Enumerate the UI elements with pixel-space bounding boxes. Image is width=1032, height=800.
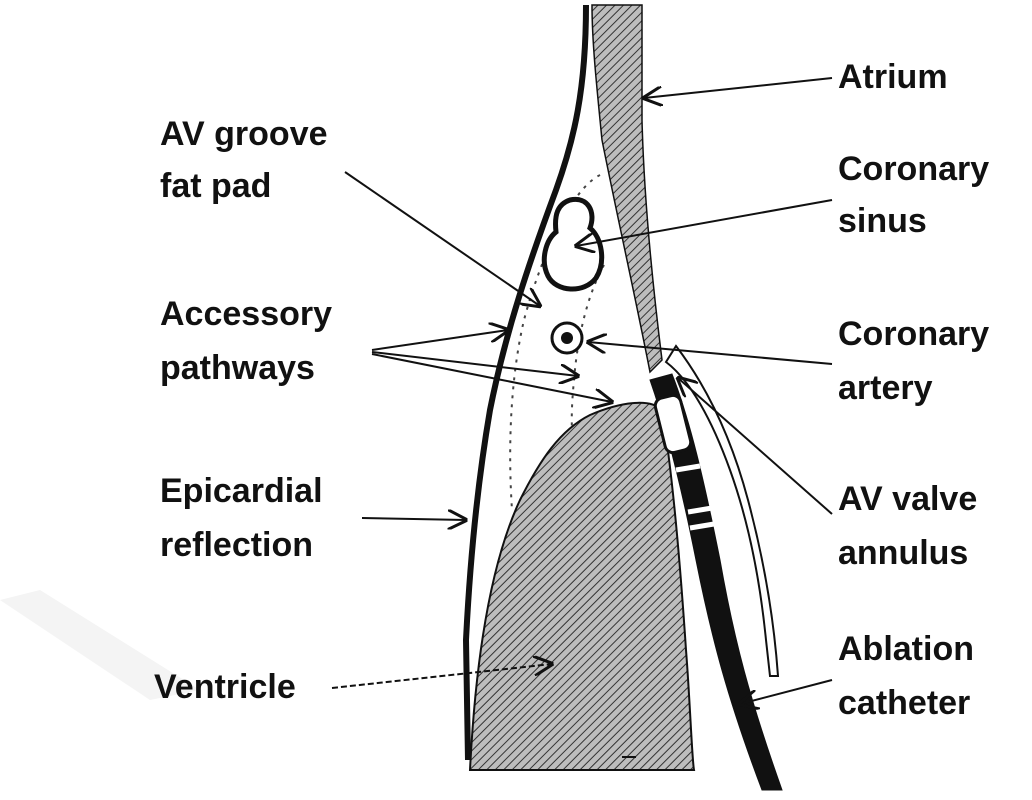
coronary-artery-lumen (561, 332, 573, 344)
label-ventricle: Ventricle (154, 666, 296, 708)
leader-av-groove-fat-pad (345, 172, 540, 306)
label-ventricle-text: Ventricle (154, 666, 296, 708)
label-ablation-catheter-line2: catheter (838, 682, 974, 724)
label-av-groove-line2: fat pad (160, 165, 328, 207)
leader-coronary-artery (588, 342, 832, 364)
label-accessory-pathways-line2: pathways (160, 347, 332, 389)
label-epicardial-reflection: Epicardial reflection (160, 470, 323, 566)
leader-epicardial-reflection (362, 518, 466, 520)
leader-ablation-catheter (740, 680, 832, 704)
coronary-sinus-shape (544, 199, 601, 289)
label-av-groove-fat-pad: AV groove fat pad (160, 113, 328, 207)
label-accessory-pathways-line1: Accessory (160, 293, 332, 335)
label-ablation-catheter-line1: Ablation (838, 628, 974, 670)
label-atrium-text: Atrium (838, 56, 948, 98)
label-av-valve-annulus-line2: annulus (838, 532, 977, 574)
label-epicardial-reflection-line1: Epicardial (160, 470, 323, 512)
label-ablation-catheter: Ablation catheter (838, 628, 974, 724)
label-coronary-artery: Coronary artery (838, 313, 989, 409)
atrium-wall (592, 5, 662, 372)
ventricle-shape (470, 403, 694, 770)
label-coronary-sinus-line1: Coronary (838, 148, 989, 190)
label-atrium: Atrium (838, 56, 948, 98)
leader-accessory-pathway-2 (372, 352, 578, 376)
label-epicardial-reflection-line2: reflection (160, 524, 323, 566)
label-accessory-pathways: Accessory pathways (160, 293, 332, 389)
label-coronary-sinus: Coronary sinus (838, 148, 989, 242)
leader-accessory-pathway-1 (372, 330, 508, 350)
label-av-groove-line1: AV groove (160, 113, 328, 155)
label-av-valve-annulus-line1: AV valve (838, 478, 977, 520)
label-coronary-artery-line1: Coronary (838, 313, 989, 355)
label-coronary-artery-line2: artery (838, 367, 989, 409)
leader-coronary-sinus (576, 200, 832, 246)
label-av-valve-annulus: AV valve annulus (838, 478, 977, 574)
label-coronary-sinus-line2: sinus (838, 200, 989, 242)
leader-atrium (644, 78, 832, 98)
